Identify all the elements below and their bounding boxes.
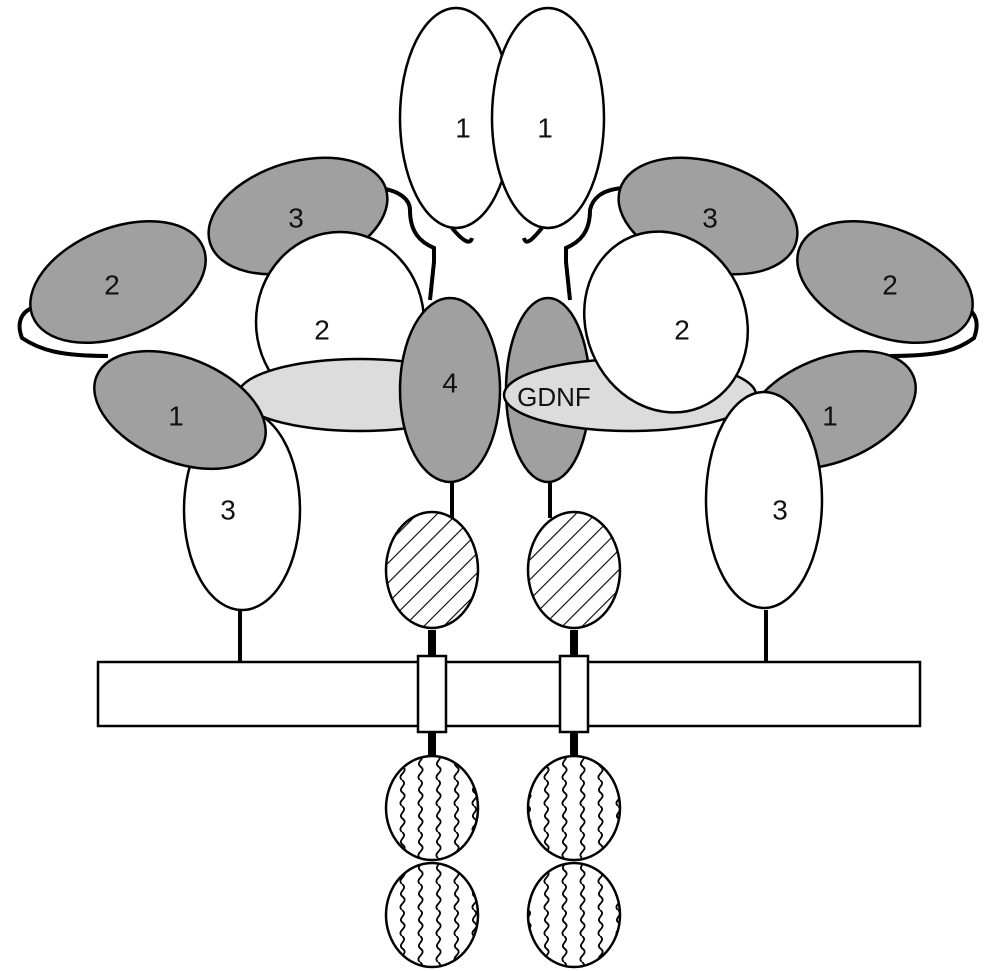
ret-left-transmembrane-segment xyxy=(416,654,448,734)
gfra-left-domain-1-label: 1 xyxy=(168,401,184,432)
ret-right-domain-2-label: 2 xyxy=(674,315,690,346)
gfra-left-domain-2 xyxy=(29,219,207,345)
gfra-left-domain-1 xyxy=(93,349,267,471)
ret-left-domain-4-label: 4 xyxy=(442,368,458,399)
linker-right-1-to-2 xyxy=(889,306,979,358)
transmembrane-linkers xyxy=(428,630,578,758)
linker-right-3-to-ret xyxy=(564,186,623,301)
linker-left-3-to-ret xyxy=(377,186,436,301)
gfra-left-domain-3-label: 3 xyxy=(288,203,304,234)
gfra-left-domain-2-label: 2 xyxy=(104,270,120,301)
ret-left-domain-3-label: 3 xyxy=(220,495,236,526)
linkers xyxy=(17,186,979,664)
plasma-membrane xyxy=(96,660,922,728)
ret-right-domain-3-label: 3 xyxy=(772,495,788,526)
ret-left-domain-4 xyxy=(398,296,502,484)
ret-right-kinase-domain-lower xyxy=(526,861,622,969)
gfra-right-domain-2-label: 2 xyxy=(882,270,898,301)
ret-right-cysteine-rich-domain xyxy=(526,510,622,630)
gfra-right-domain-3-label: 3 xyxy=(702,203,718,234)
ret-right-domain-1-label: 1 xyxy=(537,113,553,144)
ret-left-cysteine-rich-domain xyxy=(384,510,480,630)
linker-right-ret1-neck xyxy=(522,226,544,244)
linker-left-ret1-neck xyxy=(450,226,474,244)
gfra-right-domain-2 xyxy=(796,219,974,345)
ret-right-kinase-domain-upper xyxy=(526,754,622,862)
gfra-right-domain-1-label: 1 xyxy=(822,401,838,432)
ret-right-domain-3 xyxy=(704,390,824,610)
linker-left-1-to-2 xyxy=(17,306,109,358)
ret-left-kinase-domain-upper xyxy=(384,754,480,862)
ret-right-domain-1 xyxy=(490,6,606,230)
ret-left-kinase-domain-lower xyxy=(384,861,480,969)
gdnf-label: GDNF xyxy=(517,382,591,412)
ret-right-transmembrane-segment xyxy=(558,654,590,734)
ret-left-domain-1-label: 1 xyxy=(455,113,471,144)
ret-right-domain-2 xyxy=(582,230,750,414)
ret-left-domain-2-label: 2 xyxy=(314,315,330,346)
